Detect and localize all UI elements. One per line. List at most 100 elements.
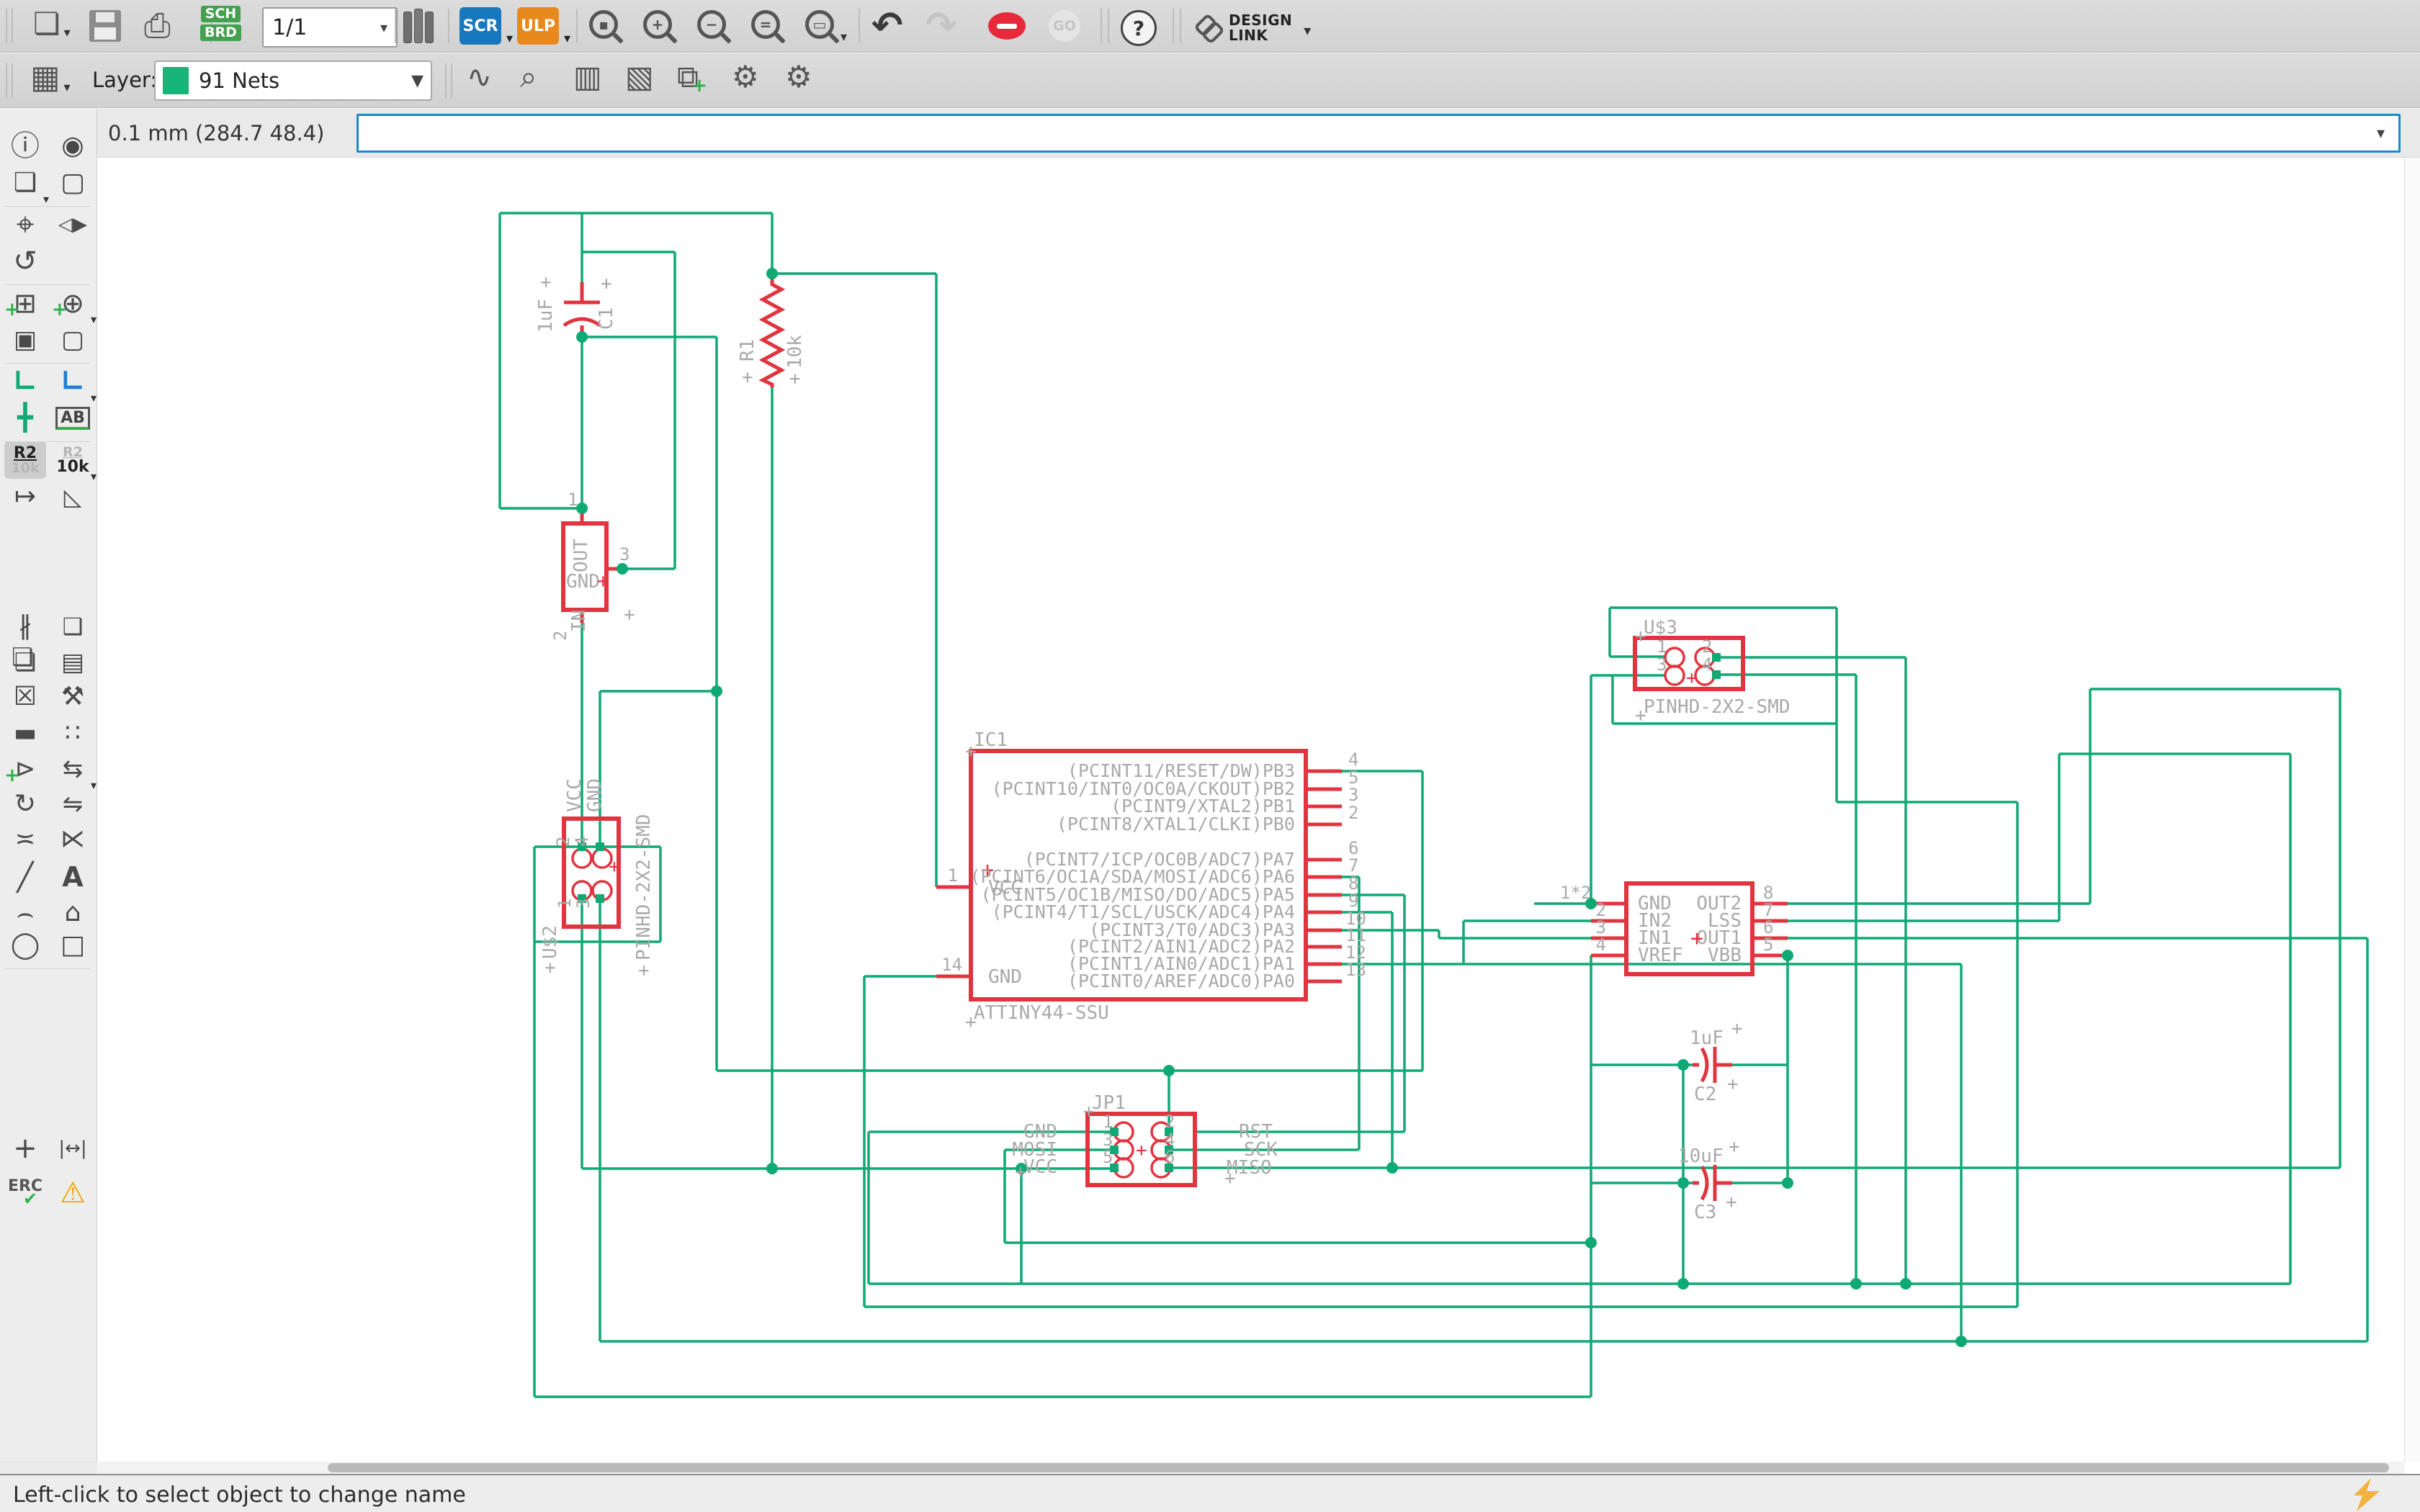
line-tool-icon[interactable]: ╱ (17, 861, 34, 893)
device-b-button[interactable]: ▧ (625, 62, 654, 92)
add-part-icon[interactable]: ⊞+ (4, 287, 37, 320)
add-gate-icon[interactable]: ⊕+▾ (52, 287, 97, 326)
print-button[interactable]: ⎙ (144, 9, 171, 42)
library-icon (403, 12, 412, 43)
erc-button[interactable]: ERC✔ (7, 1176, 43, 1210)
schematic-label: 1 (568, 490, 578, 510)
replace-package-icon[interactable]: ▣ (13, 325, 37, 354)
gear-pulse-icon: ⚙ (732, 59, 759, 94)
rotate-icon[interactable]: ↺ (13, 245, 37, 278)
schematic-label: 3 (619, 544, 629, 564)
redo-button[interactable]: ↷ (926, 4, 957, 48)
move-icon[interactable]: ⌖ (16, 206, 35, 243)
junction-dot (1850, 1278, 1862, 1290)
info-tool-icon[interactable]: ⓘ (11, 130, 40, 163)
text-tool-icon[interactable]: A (62, 861, 84, 893)
schematic-label: + (1726, 1192, 1737, 1213)
copy-tool-icon[interactable]: ❏❏ (12, 643, 37, 677)
zoom-fit-button[interactable]: ▭▾ (805, 10, 847, 45)
errors-button[interactable]: ⚠ (60, 1176, 86, 1210)
stop-button[interactable] (988, 12, 1026, 40)
schematic-label: 13 (1345, 960, 1366, 980)
schematic-label: 1*2 (1560, 883, 1591, 903)
undo-button[interactable]: ↶ (871, 4, 903, 48)
schematic-label: OUT2 (1696, 893, 1742, 914)
device-a-button[interactable]: ▥ (573, 62, 602, 92)
schematic-label: PINHD-2X2-SMD (633, 814, 655, 961)
dimension-tool-icon[interactable]: |↔| (58, 1138, 87, 1159)
junction-tool-icon[interactable]: ╋ (17, 403, 33, 433)
schematic-label: 4 (572, 837, 592, 847)
link-add-button[interactable]: ⧉+ (677, 59, 707, 97)
stop-icon (988, 12, 1026, 40)
new-document-icon: ❏ (33, 6, 60, 41)
schematic-label: + (784, 373, 806, 384)
delete-tool-icon[interactable]: ☒ (13, 682, 37, 711)
paint-tool-icon[interactable]: ▬ (13, 719, 37, 747)
display-layers-icon[interactable]: ❏▾ (13, 168, 49, 207)
paste-tool-icon[interactable]: ▤ (60, 648, 85, 677)
command-input[interactable] (357, 114, 2401, 153)
command-history-arrow-icon[interactable]: ▾ (2377, 125, 2385, 143)
optimize-tool-icon[interactable]: ≍ (14, 824, 36, 853)
page-selector[interactable]: 1/1 ▾ (262, 7, 398, 48)
replace-symbol-icon[interactable]: ▢ (60, 325, 85, 354)
pin-tool-icon[interactable]: ↦ (14, 482, 37, 511)
probe-button[interactable]: ⌕ (520, 62, 537, 92)
zoom-select-button[interactable]: ▪ (589, 10, 618, 39)
schematic-label: IN2 (1638, 910, 1672, 932)
schematic-label: (PCINT2/AIN1/ADC2)PA2 (1067, 936, 1295, 957)
design-link-button[interactable]: DESIGN LINK ▾ (1193, 13, 1311, 45)
script-button[interactable]: SCR▾ (460, 7, 513, 46)
pad-circle (1664, 665, 1685, 686)
zoom-redraw-button[interactable]: = (751, 10, 780, 39)
horizontal-scrollbar[interactable] (97, 1462, 2404, 1474)
gateswap-b-icon[interactable]: ⇋ (62, 790, 84, 819)
show-tool-icon[interactable]: ◉ (61, 131, 84, 161)
new-document-button[interactable]: ❏▾ (33, 6, 71, 41)
arc-tool-icon[interactable]: ⌢ (16, 897, 35, 929)
split-tool-icon[interactable]: ∦ (19, 611, 32, 641)
smash-tool-icon[interactable]: ∷ (65, 719, 81, 747)
mirror-icon[interactable]: ◁▶ (58, 214, 87, 235)
schematic-label: 1 (1103, 1112, 1113, 1132)
attribute-tool-icon[interactable]: ❑ (62, 613, 84, 640)
group-select-icon[interactable]: ▢ (60, 168, 85, 197)
setup-a-button[interactable]: ⚙ (732, 62, 759, 92)
setup-b-button[interactable]: ⚙ (785, 62, 812, 92)
net-tool-icon[interactable]: ∟ (13, 365, 37, 398)
mark-tool-icon[interactable]: + (13, 1132, 37, 1165)
schematic-label: 1uF (1690, 1027, 1724, 1049)
grid-button[interactable]: ▦▾ (30, 59, 71, 96)
gateswap-a-icon[interactable]: ↻ (14, 789, 37, 819)
polygon-tool-icon[interactable]: ⌂ (64, 898, 81, 927)
schematic-label: VCC (1023, 1156, 1057, 1178)
circle-tool-icon[interactable]: ◯ (10, 930, 40, 960)
pad-circle (571, 847, 593, 869)
sch-brd-switch-button[interactable]: SCH BRD (200, 6, 241, 41)
zoom-out-button[interactable]: − (697, 10, 726, 39)
join-tool-icon[interactable]: ⋉ (60, 824, 85, 853)
save-button[interactable] (89, 10, 121, 42)
vertical-scrollbar[interactable] (2404, 158, 2420, 1462)
rect-tool-icon[interactable]: □ (60, 930, 85, 960)
go-button[interactable]: GO (1049, 10, 1080, 42)
invoke-tool-icon[interactable]: ⊳+ (4, 755, 36, 786)
replace-tool-icon[interactable]: ⇆▾ (62, 755, 97, 792)
help-button[interactable]: ? (1121, 10, 1157, 46)
bus-tool-icon[interactable]: ∟▾ (60, 365, 97, 405)
horizontal-scrollbar-thumb[interactable] (328, 1463, 2389, 1472)
simulate-wave-button[interactable]: ∿ (467, 62, 492, 92)
zoom-redraw-icon: = (751, 10, 780, 39)
zoom-in-button[interactable]: + (643, 10, 672, 39)
change-tool-icon[interactable]: ⚒ (60, 682, 85, 711)
layer-selector[interactable]: 91 Nets ▼ (154, 60, 432, 101)
label-tool-icon[interactable]: AB (52, 400, 94, 437)
ulp-button[interactable]: ULP▾ (517, 7, 570, 46)
junction-dot (1955, 1336, 1967, 1347)
wire-bend-icon[interactable]: ◺ (63, 483, 82, 510)
library-button[interactable] (403, 9, 434, 43)
